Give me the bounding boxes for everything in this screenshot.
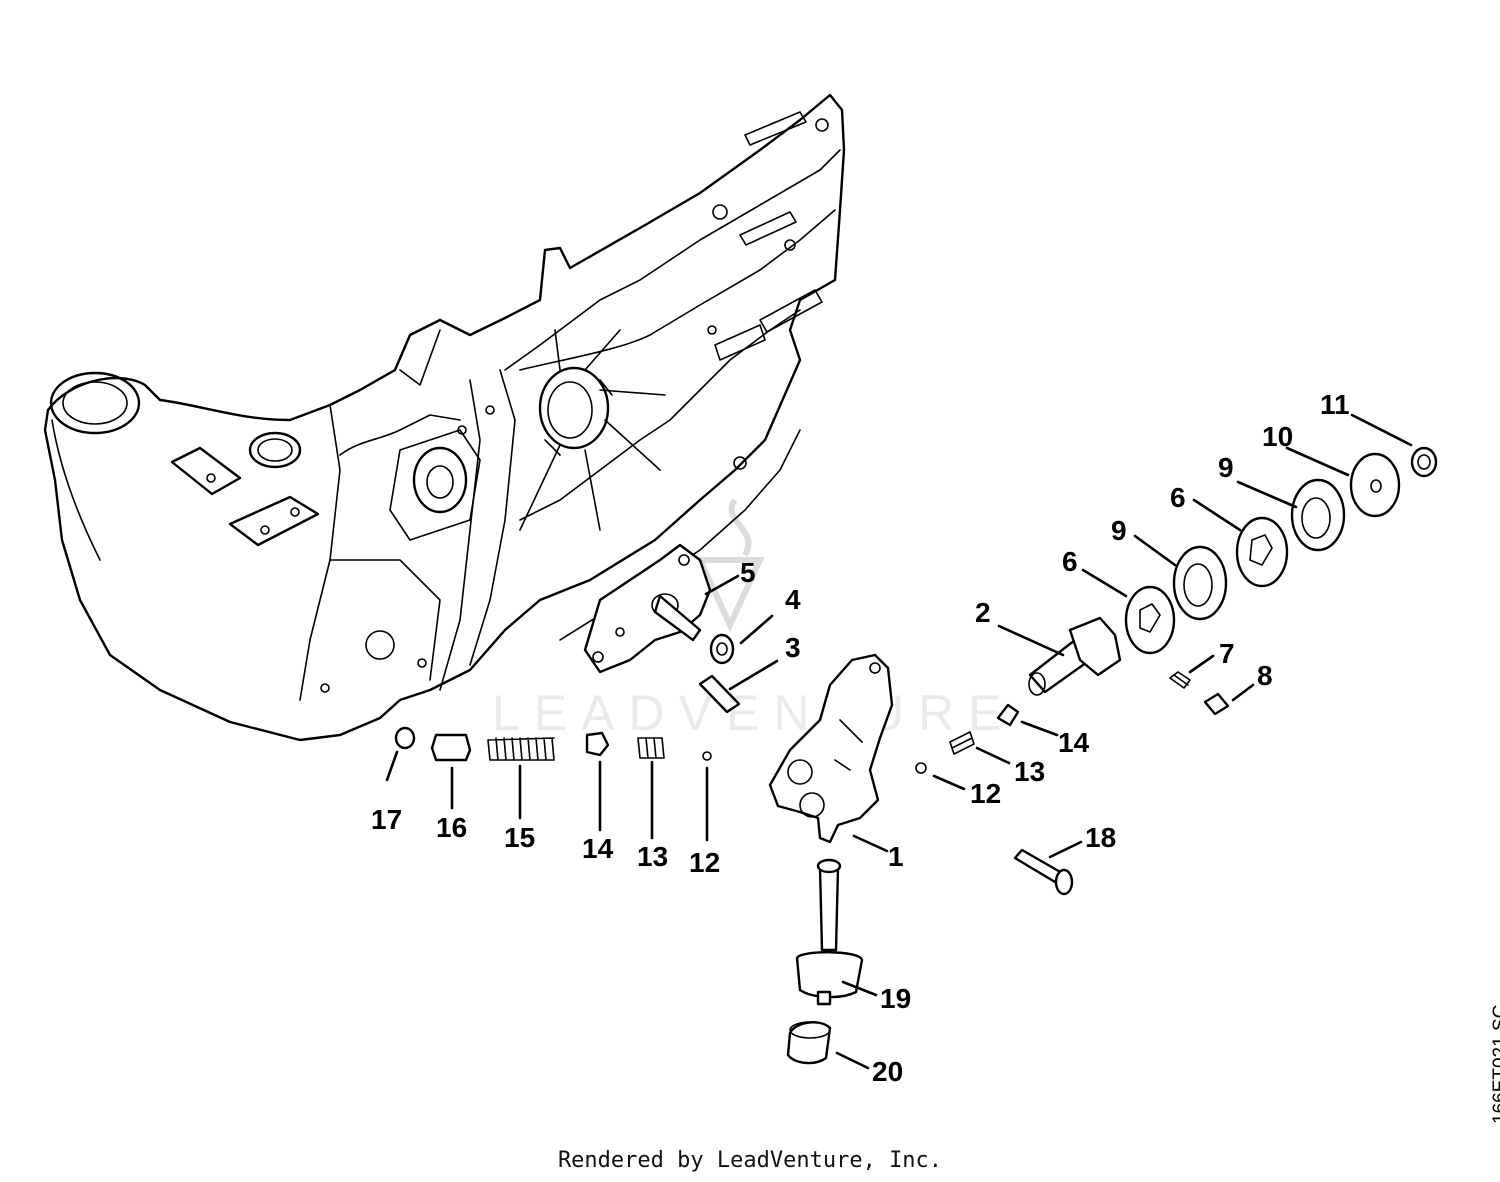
callout-12-right: 12 <box>970 778 1001 809</box>
callout-13-left: 13 <box>637 841 668 872</box>
crankcase-housing <box>43 93 846 742</box>
part-16-plunger <box>430 733 472 762</box>
callout-16: 16 <box>436 812 467 843</box>
part-18-screw <box>1013 848 1074 896</box>
callout-9a: 9 <box>1111 515 1127 546</box>
callout-5: 5 <box>740 557 756 588</box>
part-11-clip <box>1410 446 1438 478</box>
part-7-spring <box>1169 671 1191 689</box>
part-14-screw-right <box>996 703 1020 727</box>
callout-9b: 9 <box>1218 452 1234 483</box>
callout-13-right: 13 <box>1014 756 1045 787</box>
callout-14-left: 14 <box>582 833 614 864</box>
callout-numbers: 1 2 3 4 5 6 6 7 8 9 9 10 11 12 12 13 13 … <box>371 389 1350 1087</box>
part-1-oil-pump-body <box>768 653 894 844</box>
callout-19: 19 <box>880 983 911 1014</box>
callout-2: 2 <box>975 597 991 628</box>
credit-text: Rendered by LeadVenture, Inc. <box>557 1148 943 1173</box>
callout-3: 3 <box>785 632 801 663</box>
callout-4: 4 <box>785 584 801 615</box>
callout-7: 7 <box>1219 638 1235 669</box>
part-13-spring-right <box>949 731 975 755</box>
callout-6a: 6 <box>1062 546 1078 577</box>
callout-14-right: 14 <box>1058 727 1090 758</box>
callout-18: 18 <box>1085 822 1116 853</box>
part-12-ball-right <box>915 762 927 774</box>
part-17-o-ring <box>394 726 416 750</box>
callout-10: 10 <box>1262 421 1293 452</box>
watermark-text: LEADVENTURE <box>492 685 1016 741</box>
callout-12-left: 12 <box>689 847 720 878</box>
part-3-pin <box>698 674 741 714</box>
callout-20: 20 <box>872 1056 903 1087</box>
part-19-oil-pickup <box>795 858 864 1006</box>
part-4-washer <box>709 633 735 665</box>
part-14-screw-left <box>585 731 610 757</box>
callout-6b: 6 <box>1170 482 1186 513</box>
part-8-plug <box>1203 692 1230 716</box>
part-10-washer <box>1349 452 1401 518</box>
part-6-discs <box>1124 516 1289 655</box>
callout-15: 15 <box>504 822 535 853</box>
callout-17: 17 <box>371 804 402 835</box>
watermark: LEADVENTURE <box>492 498 1016 741</box>
figure-code: 166ET021 SC <box>1490 1004 1500 1124</box>
part-5-cover-plate <box>583 543 712 674</box>
part-20-cap <box>786 1021 832 1065</box>
part-2-pump-piston <box>1028 616 1122 696</box>
part-9-cams <box>1172 478 1346 621</box>
part-12-ball-left <box>702 751 712 761</box>
part-13-spring-left <box>637 737 665 759</box>
part-15-spring <box>487 737 555 761</box>
callout-1: 1 <box>888 841 904 872</box>
leader-lines <box>385 413 1413 1070</box>
callout-8: 8 <box>1257 660 1273 691</box>
callout-11: 11 <box>1320 389 1350 420</box>
